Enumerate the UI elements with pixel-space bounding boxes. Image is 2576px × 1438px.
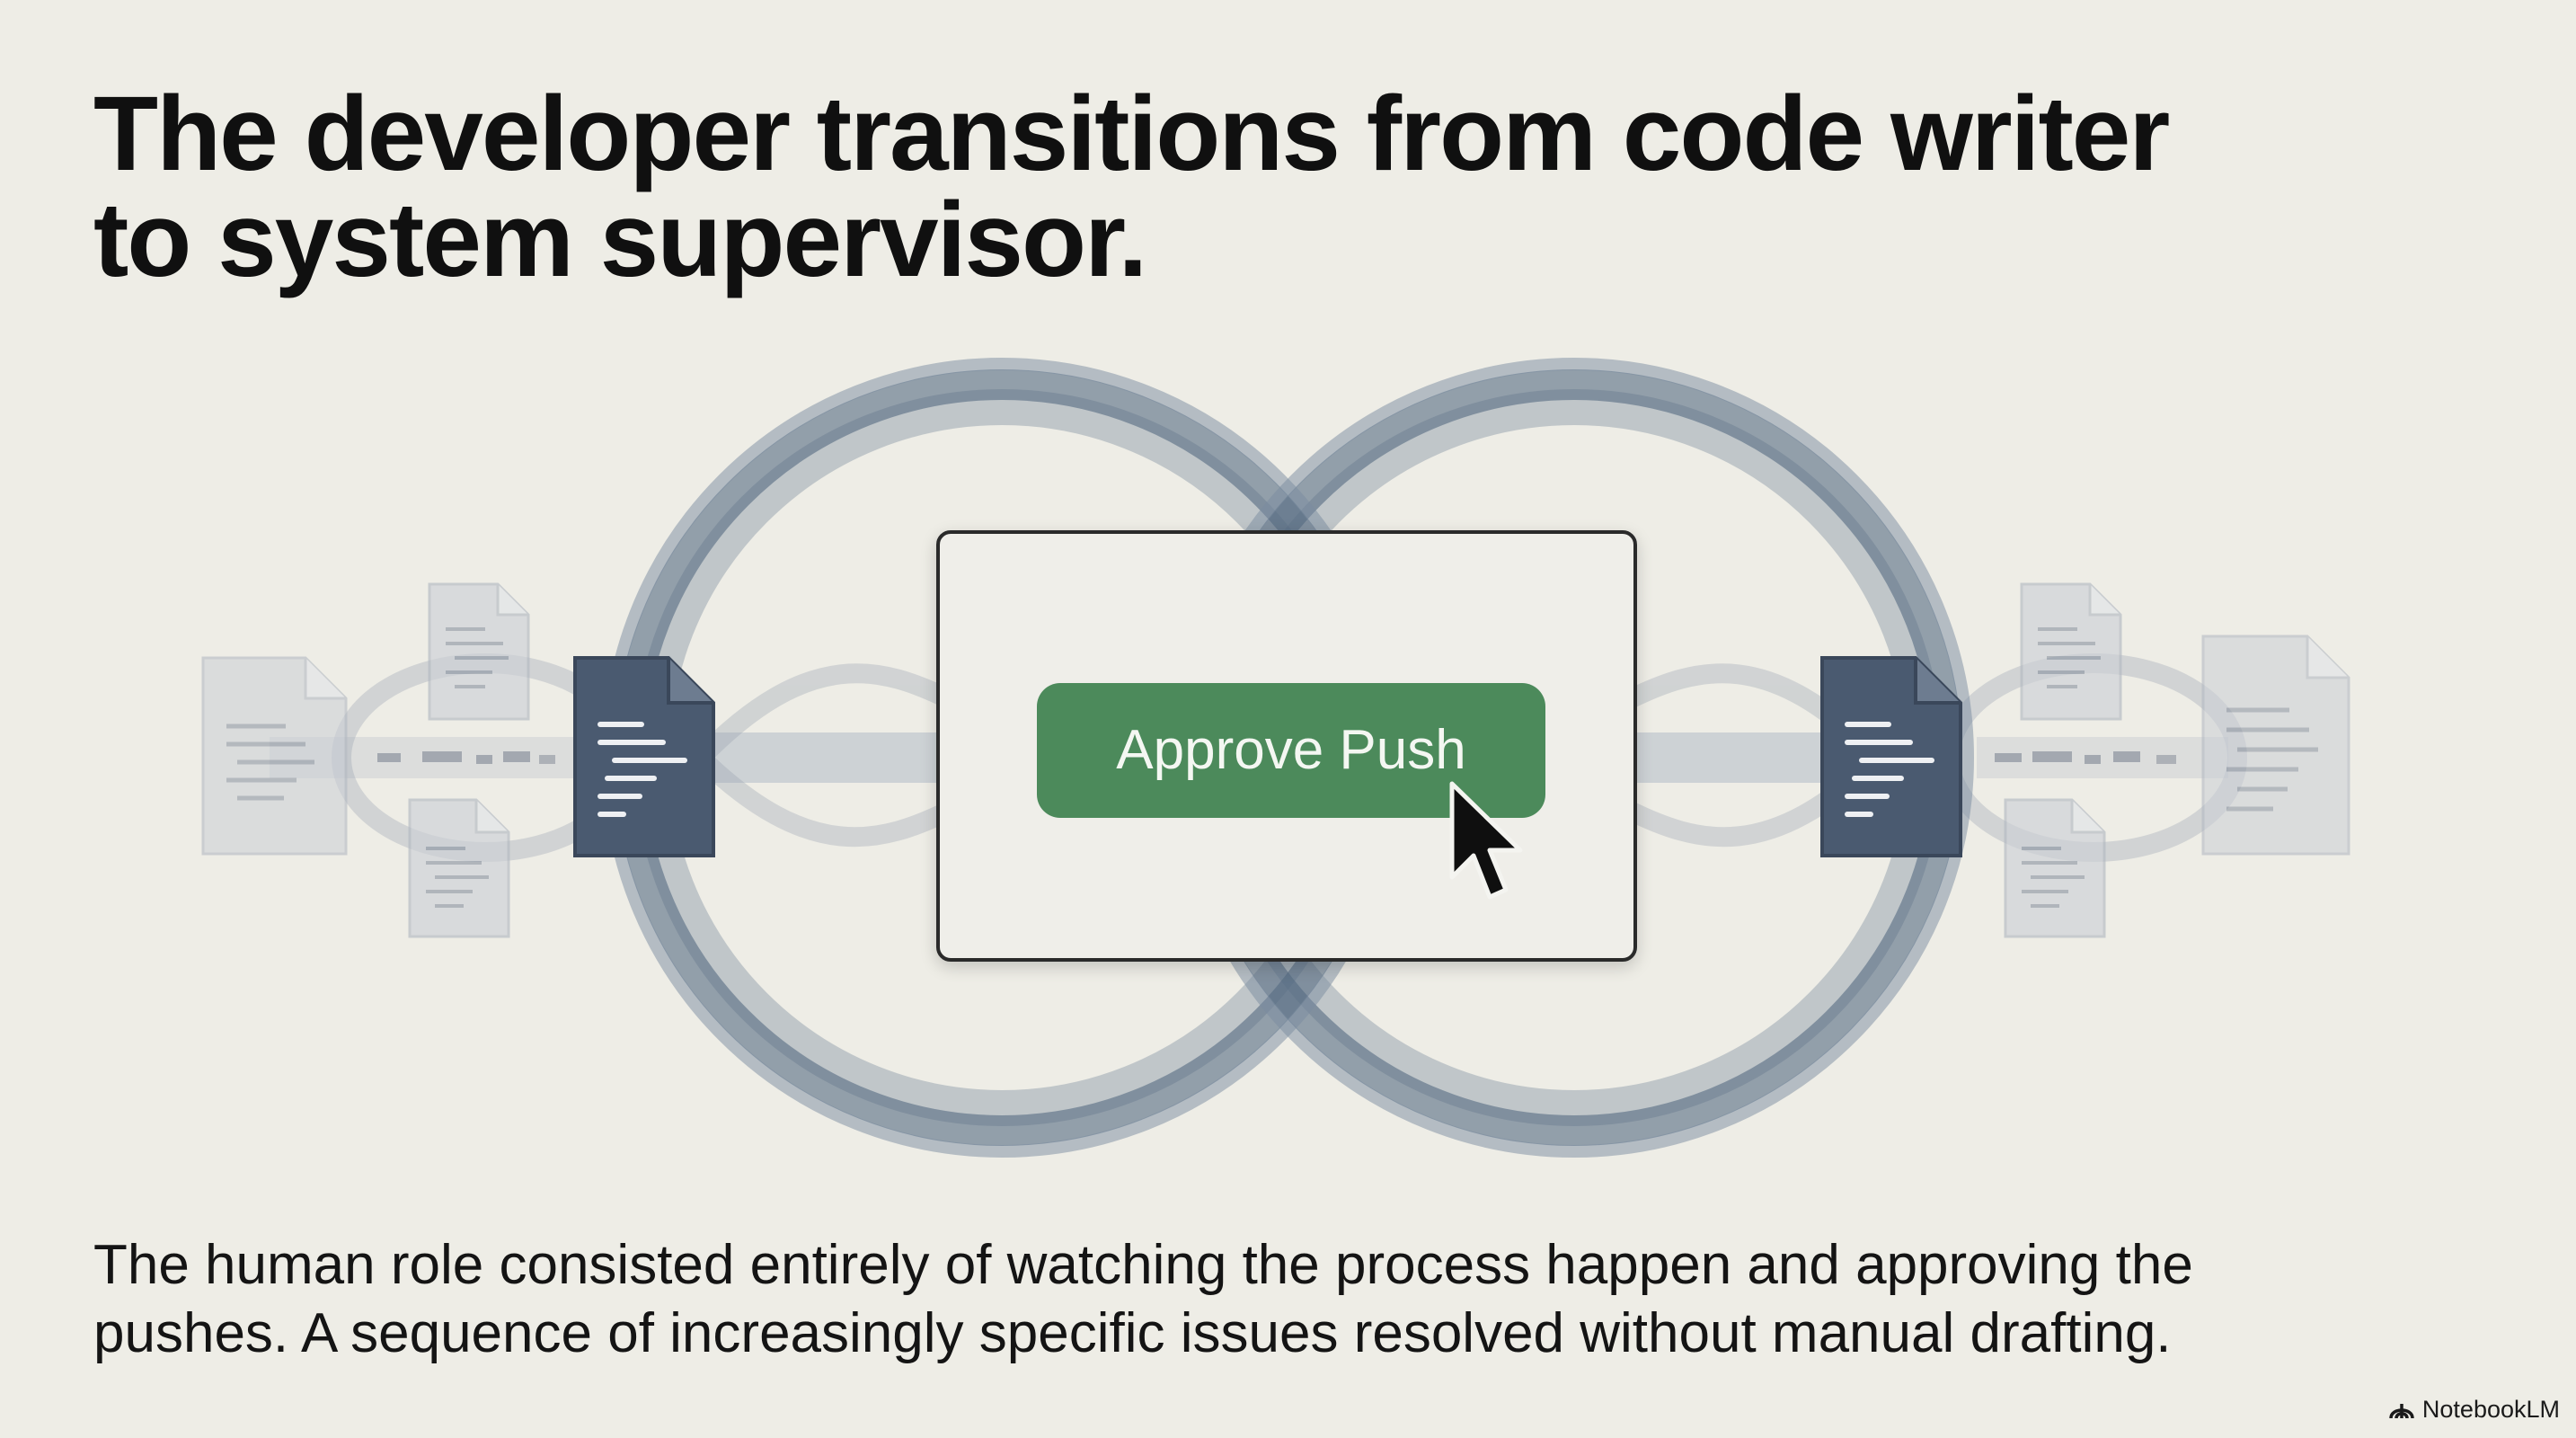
caption-line-1: The human role consisted entirely of wat… [93, 1234, 2193, 1296]
document-icon [2020, 582, 2122, 721]
page-title: The developer transitions from code writ… [93, 81, 2340, 293]
caption-text: The human role consisted entirely of wat… [93, 1231, 2519, 1368]
title-line-1: The developer transitions from code writ… [93, 75, 2170, 193]
notebooklm-logo-icon [2389, 1403, 2414, 1418]
document-icon [1820, 656, 1962, 857]
mouse-pointer-icon [1449, 781, 1523, 900]
document-icon [573, 656, 715, 857]
document-icon [408, 798, 510, 938]
brand-name: NotebookLM [2421, 1396, 2560, 1423]
document-icon [201, 656, 348, 856]
title-line-2: to system supervisor. [93, 181, 1147, 299]
document-icon [2004, 798, 2106, 938]
document-icon [2201, 635, 2350, 856]
caption-line-2: pushes. A sequence of increasingly speci… [93, 1302, 2172, 1364]
data-stream-right [1635, 732, 2228, 783]
document-icon [428, 582, 530, 721]
approval-dialog: Approve Push [936, 530, 1637, 962]
brand-watermark: NotebookLM [2388, 1396, 2560, 1424]
